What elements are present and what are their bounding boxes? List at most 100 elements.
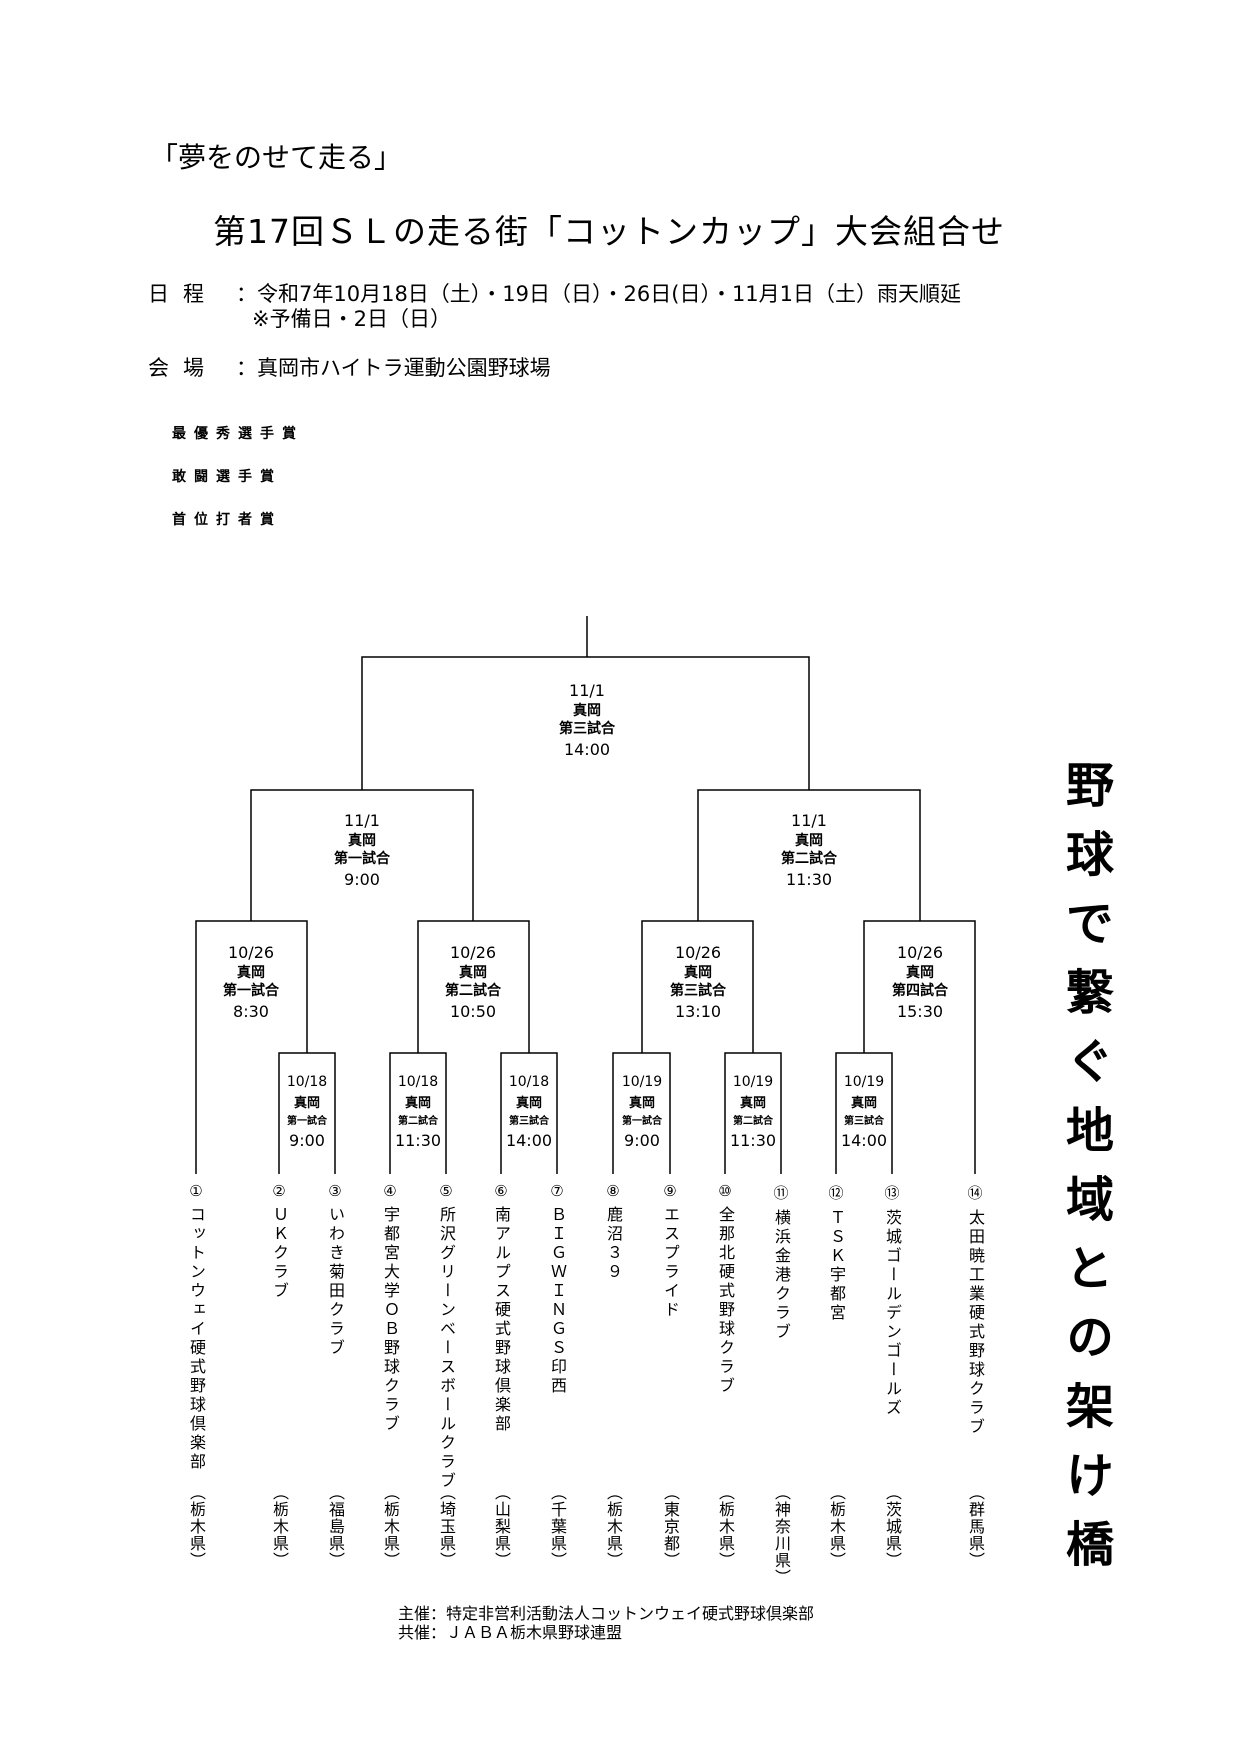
award-batting-leader: 首位打者賞 (172, 512, 282, 528)
team-prefecture: （栃木県） (827, 1484, 846, 1569)
match-slot: 第一試合 (334, 851, 390, 868)
match-slot: 第二試合 (732, 1115, 773, 1127)
team-name: 鹿沼３９ (604, 1206, 623, 1282)
match-r1-5: 10/19 真岡 第二試合 11:30 (730, 1072, 776, 1154)
match-time: 11:30 (394, 1131, 442, 1151)
match-qf-4: 10/26 真岡 第四試合 15:30 (892, 942, 948, 1023)
team-prefecture: （山梨県） (492, 1484, 511, 1569)
team-name: ＢＩＧＷＩＮＧＳ印西 (548, 1206, 567, 1396)
team-number: ⑩ (718, 1182, 732, 1200)
match-slot: 第三試合 (508, 1115, 549, 1127)
team-prefecture: （栃木県） (270, 1484, 289, 1569)
match-date: 10/26 (896, 943, 944, 962)
match-venue: 真岡 (739, 1095, 767, 1111)
match-venue: 真岡 (459, 964, 487, 981)
match-venue: 真岡 (684, 964, 712, 981)
match-slot: 第四試合 (892, 983, 948, 1000)
match-semi-2: 11/1 真岡 第二試合 11:30 (781, 810, 837, 891)
match-r1-1: 10/18 真岡 第一試合 9:00 (287, 1072, 327, 1154)
team-number: ⑦ (550, 1182, 564, 1200)
bracket-qf-3 (641, 920, 754, 1053)
match-slot: 第一試合 (286, 1115, 327, 1127)
team-entry: ② ＵＫクラブ (267, 1182, 291, 1301)
team-number: ⑧ (606, 1182, 620, 1200)
match-venue: 真岡 (795, 832, 823, 849)
match-venue: 真岡 (850, 1095, 878, 1111)
team-name: 茨城ゴールデンゴールズ (883, 1209, 902, 1418)
bracket-final (361, 656, 810, 790)
match-date: 10/19 (843, 1074, 885, 1090)
match-date: 10/26 (674, 943, 722, 962)
match-venue: 真岡 (348, 832, 376, 849)
team-entry: ⑫ ＴＳＫ宇都宮 (824, 1182, 848, 1323)
match-time: 10:50 (449, 1002, 497, 1022)
team-name: 太田暁工業硬式野球クラブ (966, 1209, 985, 1437)
match-slot: 第三試合 (559, 721, 615, 738)
side-slogan: 野球で繋ぐ地域との架け橋 (1057, 760, 1113, 1588)
team-entry: ⑧ 鹿沼３９ (601, 1182, 625, 1282)
venue-row: 会場 ：真岡市ハイトラ運動公園野球場 (148, 352, 551, 382)
team-name: 所沢グリーンベースボールクラブ (437, 1206, 456, 1491)
team-name: ＴＳＫ宇都宮 (827, 1209, 846, 1323)
team-prefecture: （茨城県） (883, 1484, 902, 1569)
match-time: 9:00 (344, 870, 380, 890)
team-name: コットンウェイ硬式野球倶楽部 (187, 1206, 206, 1472)
match-venue: 真岡 (573, 702, 601, 719)
team-name: 宇都宮大学ＯＢ野球クラブ (381, 1206, 400, 1434)
match-slot: 第三試合 (843, 1115, 884, 1127)
bracket-r1-2 (389, 1052, 447, 1174)
match-time: 14:00 (840, 1131, 888, 1151)
match-time: 8:30 (233, 1002, 269, 1022)
team-prefecture: （神奈川県） (772, 1484, 791, 1586)
bracket-qf-4 (863, 920, 976, 1174)
team-number: ⑭ (967, 1184, 983, 1202)
team-number: ② (272, 1182, 286, 1200)
match-qf-3: 10/26 真岡 第三試合 13:10 (670, 942, 726, 1023)
team-entry: ④ 宇都宮大学ＯＢ野球クラブ (378, 1182, 402, 1434)
award-fighting-spirit: 敢闘選手賞 (172, 469, 282, 485)
match-qf-2: 10/26 真岡 第二試合 10:50 (445, 942, 501, 1023)
team-name: ＵＫクラブ (270, 1206, 289, 1301)
team-number: ④ (383, 1182, 397, 1200)
match-time: 15:30 (896, 1002, 944, 1022)
team-name: エスプライド (661, 1206, 680, 1320)
bracket-semi-left (250, 789, 474, 921)
team-number: ⑤ (439, 1182, 453, 1200)
team-prefecture: （東京都） (661, 1484, 680, 1569)
match-r1-6: 10/19 真岡 第三試合 14:00 (841, 1072, 887, 1154)
bracket-qf-2 (417, 920, 530, 1053)
team-prefecture: （埼玉県） (437, 1484, 456, 1569)
team-name: 南アルプス硬式野球倶楽部 (492, 1206, 511, 1434)
match-date: 10/18 (286, 1074, 328, 1090)
team-prefecture: （栃木県） (187, 1484, 206, 1569)
match-date: 11/1 (344, 811, 380, 830)
team-prefecture: （栃木県） (716, 1484, 735, 1569)
match-time: 9:00 (624, 1131, 660, 1151)
match-time: 14:00 (505, 1131, 553, 1151)
team-number: ⑪ (773, 1184, 789, 1202)
team-entry: ⑭ 太田暁工業硬式野球クラブ (963, 1182, 987, 1437)
match-qf-1: 10/26 真岡 第一試合 8:30 (223, 942, 279, 1023)
team-entry: ⑤ 所沢グリーンベースボールクラブ (434, 1182, 458, 1491)
match-r1-3: 10/18 真岡 第三試合 14:00 (506, 1072, 552, 1154)
match-venue: 真岡 (404, 1095, 432, 1111)
match-time: 9:00 (289, 1131, 325, 1151)
venue-label: 会場 (148, 356, 218, 380)
match-slot: 第二試合 (445, 983, 501, 1000)
team-number: ⑫ (828, 1184, 844, 1202)
schedule-value: ：令和7年10月18日（土）・19日（日）・26日(日）・11月1日（土）雨天順… (236, 282, 962, 306)
team-prefecture: （栃木県） (381, 1484, 400, 1569)
venue-value: ：真岡市ハイトラ運動公園野球場 (236, 356, 551, 380)
match-venue: 真岡 (515, 1095, 543, 1111)
match-date: 10/26 (449, 943, 497, 962)
match-date: 11/1 (569, 681, 605, 700)
bracket-r1-4 (612, 1052, 671, 1174)
bracket-r1-6 (835, 1052, 893, 1174)
match-semi-1: 11/1 真岡 第一試合 9:00 (334, 810, 390, 891)
bracket-r1-5 (724, 1052, 782, 1174)
